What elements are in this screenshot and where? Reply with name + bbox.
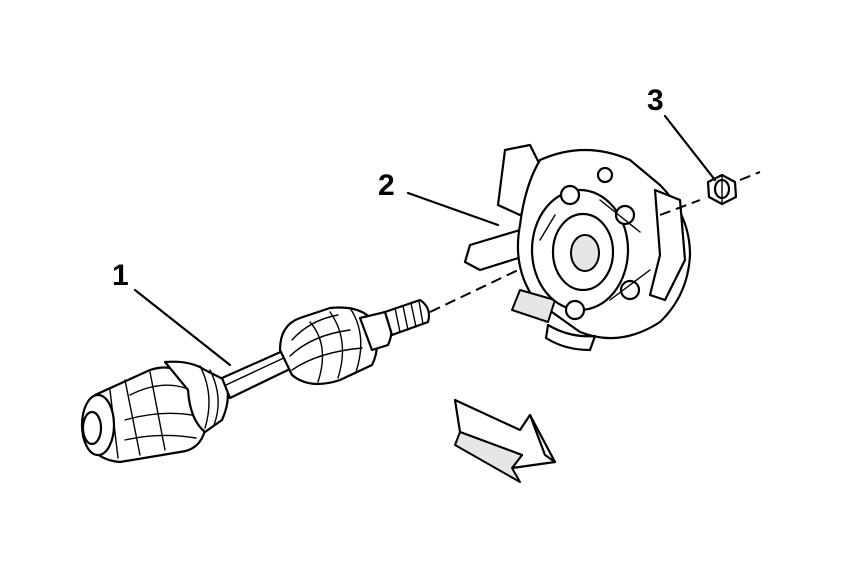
axle-shaft-bar (220, 348, 294, 400)
callout-3-label: 3 (647, 84, 664, 117)
steering-knuckle-hub (463, 143, 692, 352)
callout-1-leader (133, 288, 232, 367)
callout-2-label: 2 (378, 169, 395, 202)
callout-3-leader (663, 114, 717, 182)
direction-arrow (453, 398, 557, 483)
alignment-centerline-3 (739, 171, 761, 181)
axle-nut (706, 173, 738, 206)
alignment-centerline-2 (659, 199, 701, 216)
callout-2-leader (406, 191, 500, 227)
drive-axle-shaft (80, 298, 431, 464)
outer-cv-boot (278, 306, 393, 386)
callout-1-label: 1 (112, 259, 129, 292)
splined-stub (383, 298, 431, 337)
inner-cv-joint (80, 360, 229, 464)
